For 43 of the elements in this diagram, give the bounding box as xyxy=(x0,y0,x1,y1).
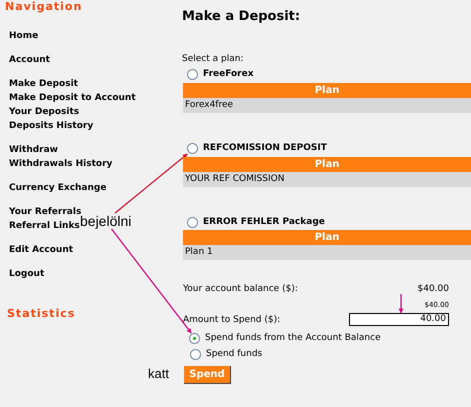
nav-link: Deposits History xyxy=(9,120,94,132)
nav-link: Make Deposit xyxy=(9,78,78,90)
arrow xyxy=(398,294,404,314)
spend-button: Spend xyxy=(184,366,231,384)
nav-link: Currency Exchange xyxy=(9,182,106,194)
plan-name-row: Forex4free xyxy=(183,98,471,113)
nav-link: Logout xyxy=(9,268,44,280)
option-label: REFCOMISSION DEPOSIT xyxy=(203,142,327,154)
option-label: ERROR FEHLER Package xyxy=(203,216,325,228)
arrow xyxy=(114,154,188,214)
form-label: Your account balance ($): xyxy=(183,283,298,295)
radio-button xyxy=(189,333,200,344)
plan-name-row: YOUR REF COMISSION xyxy=(183,172,471,187)
amount-field: 40.00 xyxy=(349,313,449,326)
plan-header-bar: Plan xyxy=(183,230,471,245)
annotation-text: bejelölni xyxy=(80,213,132,229)
option-label: Spend funds from the Account Balance xyxy=(205,332,381,344)
radio-button xyxy=(187,69,198,80)
nav-link: Your Referrals xyxy=(9,206,82,217)
nav-link: Account xyxy=(9,54,50,66)
form-label: Amount to Spend ($): xyxy=(183,314,280,326)
nav-link: Referral Links xyxy=(9,220,80,232)
nav-link: Withdraw xyxy=(9,144,58,156)
page-heading: Make a Deposit: xyxy=(182,9,300,25)
nav-link: Home xyxy=(9,30,38,42)
section-heading: Navigation xyxy=(5,1,82,13)
plan-header-bar: Plan xyxy=(183,83,471,98)
balance-value: $40.00 xyxy=(418,283,449,295)
nav-link: Make Deposit to Account xyxy=(9,92,136,104)
nav-link: Withdrawals History xyxy=(9,158,112,170)
plan-header-bar: Plan xyxy=(183,157,471,172)
option-label: FreeForex xyxy=(203,68,254,80)
section-heading: Statistics xyxy=(7,308,76,320)
option-label: Spend funds xyxy=(206,348,262,360)
plan-name-row: Plan 1 xyxy=(183,245,471,260)
radio-button xyxy=(187,143,198,154)
radio-button xyxy=(190,349,201,360)
nav-link: Your Deposits xyxy=(9,106,80,118)
radio-button xyxy=(187,217,198,228)
form-label: Select a plan: xyxy=(182,53,244,65)
nav-link: Edit Account xyxy=(9,244,74,256)
arrow xyxy=(111,228,192,334)
annotation-text: katt xyxy=(148,366,169,382)
